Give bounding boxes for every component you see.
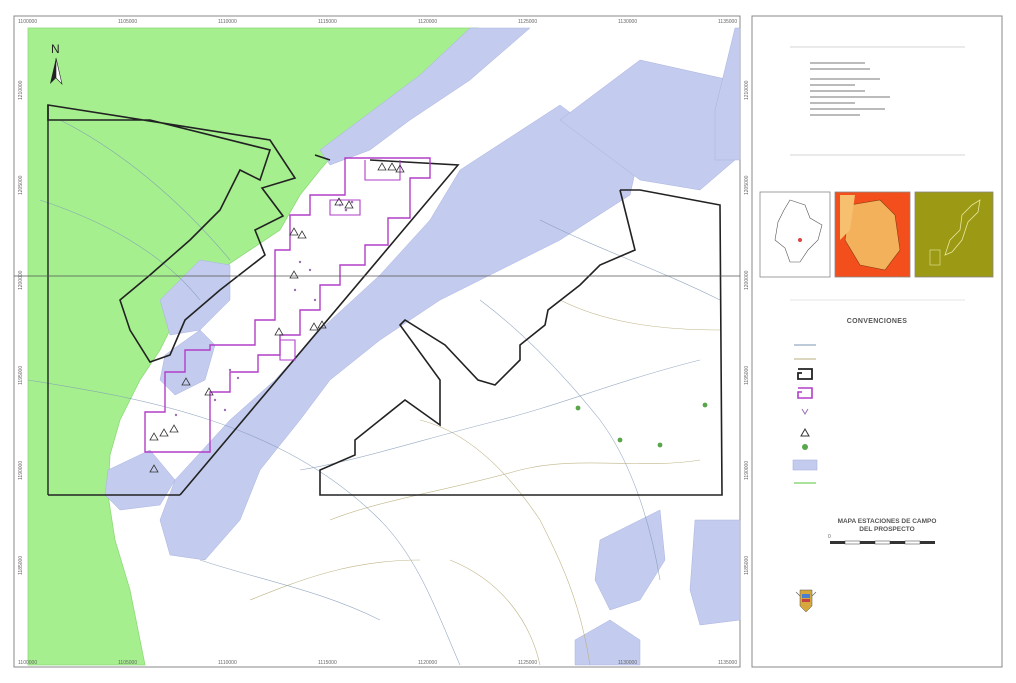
x-tick-label: 1115000 (318, 660, 337, 666)
x-ticks-top: 1100000 1105000 1110000 1115000 1120000 11250… (18, 19, 737, 25)
mining-title-east-2[interactable] (714, 27, 741, 161)
mining-title-west-2[interactable] (159, 329, 216, 396)
legend-item-study-area[interactable] (792, 368, 992, 382)
y-tick-label: 1190000 (18, 461, 24, 480)
drainage-network (27, 119, 721, 666)
mining-title-south-2[interactable] (689, 519, 741, 626)
roads (249, 299, 721, 666)
map-title: MAPA ESTACIONES DE CAMPO DEL PROSPECTO (837, 518, 937, 533)
study-area-outline-west[interactable] (47, 104, 297, 363)
legend-item-sample-point[interactable] (792, 406, 992, 420)
locator-inset-country[interactable] (759, 191, 831, 278)
x-tick-label: 1130000 (618, 19, 637, 25)
legend-item-exploration-area[interactable] (792, 387, 992, 401)
exploration-area-inner[interactable] (279, 160, 401, 361)
y-tick-label: 1205000 (18, 175, 24, 195)
mine-point-icon (802, 444, 808, 450)
legend-item-field-station[interactable] (792, 426, 992, 440)
x-tick-label: 1110000 (218, 19, 237, 25)
road-line-icon (794, 358, 816, 360)
y-ticks-right: 1210000 1205000 1200000 1195000 1190000 11850… (744, 80, 750, 575)
x-tick-label: 1135000 (718, 660, 737, 666)
study-area-outline-main[interactable] (179, 154, 460, 496)
x-ticks-bottom: 1100000 1105000 1110000 1115000 1120000 11250… (18, 660, 737, 666)
vegetation-boundary-icon (794, 482, 816, 484)
legend-item-vegetation[interactable] (792, 477, 992, 491)
mine-points[interactable] (575, 402, 708, 448)
mining-title-west-1[interactable] (159, 259, 231, 336)
x-tick-label: 1125000 (518, 660, 537, 666)
x-tick-label: 1115000 (318, 19, 337, 25)
study-area-outline-east[interactable] (319, 189, 723, 496)
exploration-area-outline[interactable] (144, 157, 431, 453)
y-tick-label: 1185000 (18, 556, 24, 575)
study-area-outline-icon (797, 368, 813, 380)
y-tick-label: 1195000 (18, 366, 24, 385)
scale-bar (830, 540, 935, 545)
legend-item-mine-point[interactable] (792, 441, 992, 455)
x-tick-label: 1125000 (518, 19, 537, 25)
exploration-area-outline-icon (797, 387, 813, 399)
sample-point-icon (801, 408, 809, 415)
legend-frame (751, 15, 1003, 668)
y-ticks-left: 1210000 1205000 1200000 1195000 1190000 11850… (18, 80, 24, 575)
y-tick-label: 1205000 (744, 175, 750, 195)
y-tick-label: 1210000 (18, 80, 24, 100)
x-tick-label: 1100000 (18, 660, 37, 666)
y-tick-label: 1195000 (744, 366, 750, 385)
mining-titles[interactable] (104, 27, 741, 666)
legend-title: CONVENCIONES (846, 318, 908, 325)
locator-inset-region[interactable] (834, 191, 911, 278)
mining-title-south-1[interactable] (594, 509, 666, 611)
x-tick-label: 1120000 (418, 19, 437, 25)
y-tick-label: 1185000 (744, 556, 750, 575)
field-station-triangle-icon (800, 427, 810, 437)
north-arrow (50, 57, 63, 85)
y-tick-label: 1190000 (744, 461, 750, 480)
legend-item-road[interactable] (792, 353, 992, 367)
x-tick-label: 1105000 (118, 660, 137, 666)
locator-inset-local[interactable] (914, 191, 994, 278)
y-tick-label: 1210000 (744, 80, 750, 100)
y-tick-label: 1200000 (18, 270, 24, 290)
legend-item-mining-title[interactable] (792, 459, 992, 473)
y-tick-label: 1200000 (744, 270, 750, 290)
x-tick-label: 1110000 (218, 660, 237, 666)
drainage-line-icon (794, 344, 816, 346)
x-tick-label: 1105000 (118, 19, 137, 25)
scale-tick-label: 0 (828, 534, 831, 540)
mining-title-south-3[interactable] (574, 619, 641, 666)
mining-title-east-1[interactable] (559, 59, 736, 191)
field-stations[interactable] (149, 162, 405, 473)
legend-panel: CONVENCIONES MAPA ESTACIONES DE CAMPO DE… (752, 16, 1002, 666)
legend-info-block (790, 46, 965, 156)
x-tick-label: 1100000 (18, 19, 37, 25)
x-tick-label: 1135000 (718, 19, 737, 25)
mining-title-fill-icon (792, 459, 818, 471)
legend-item-drainage[interactable] (792, 339, 992, 353)
scale-tick-labels: 0 (828, 534, 831, 540)
north-label: N (51, 42, 60, 56)
coat-of-arms-emblem (795, 589, 817, 613)
x-tick-label: 1120000 (418, 660, 437, 666)
sample-points[interactable] (174, 200, 354, 417)
x-tick-label: 1130000 (618, 660, 637, 666)
